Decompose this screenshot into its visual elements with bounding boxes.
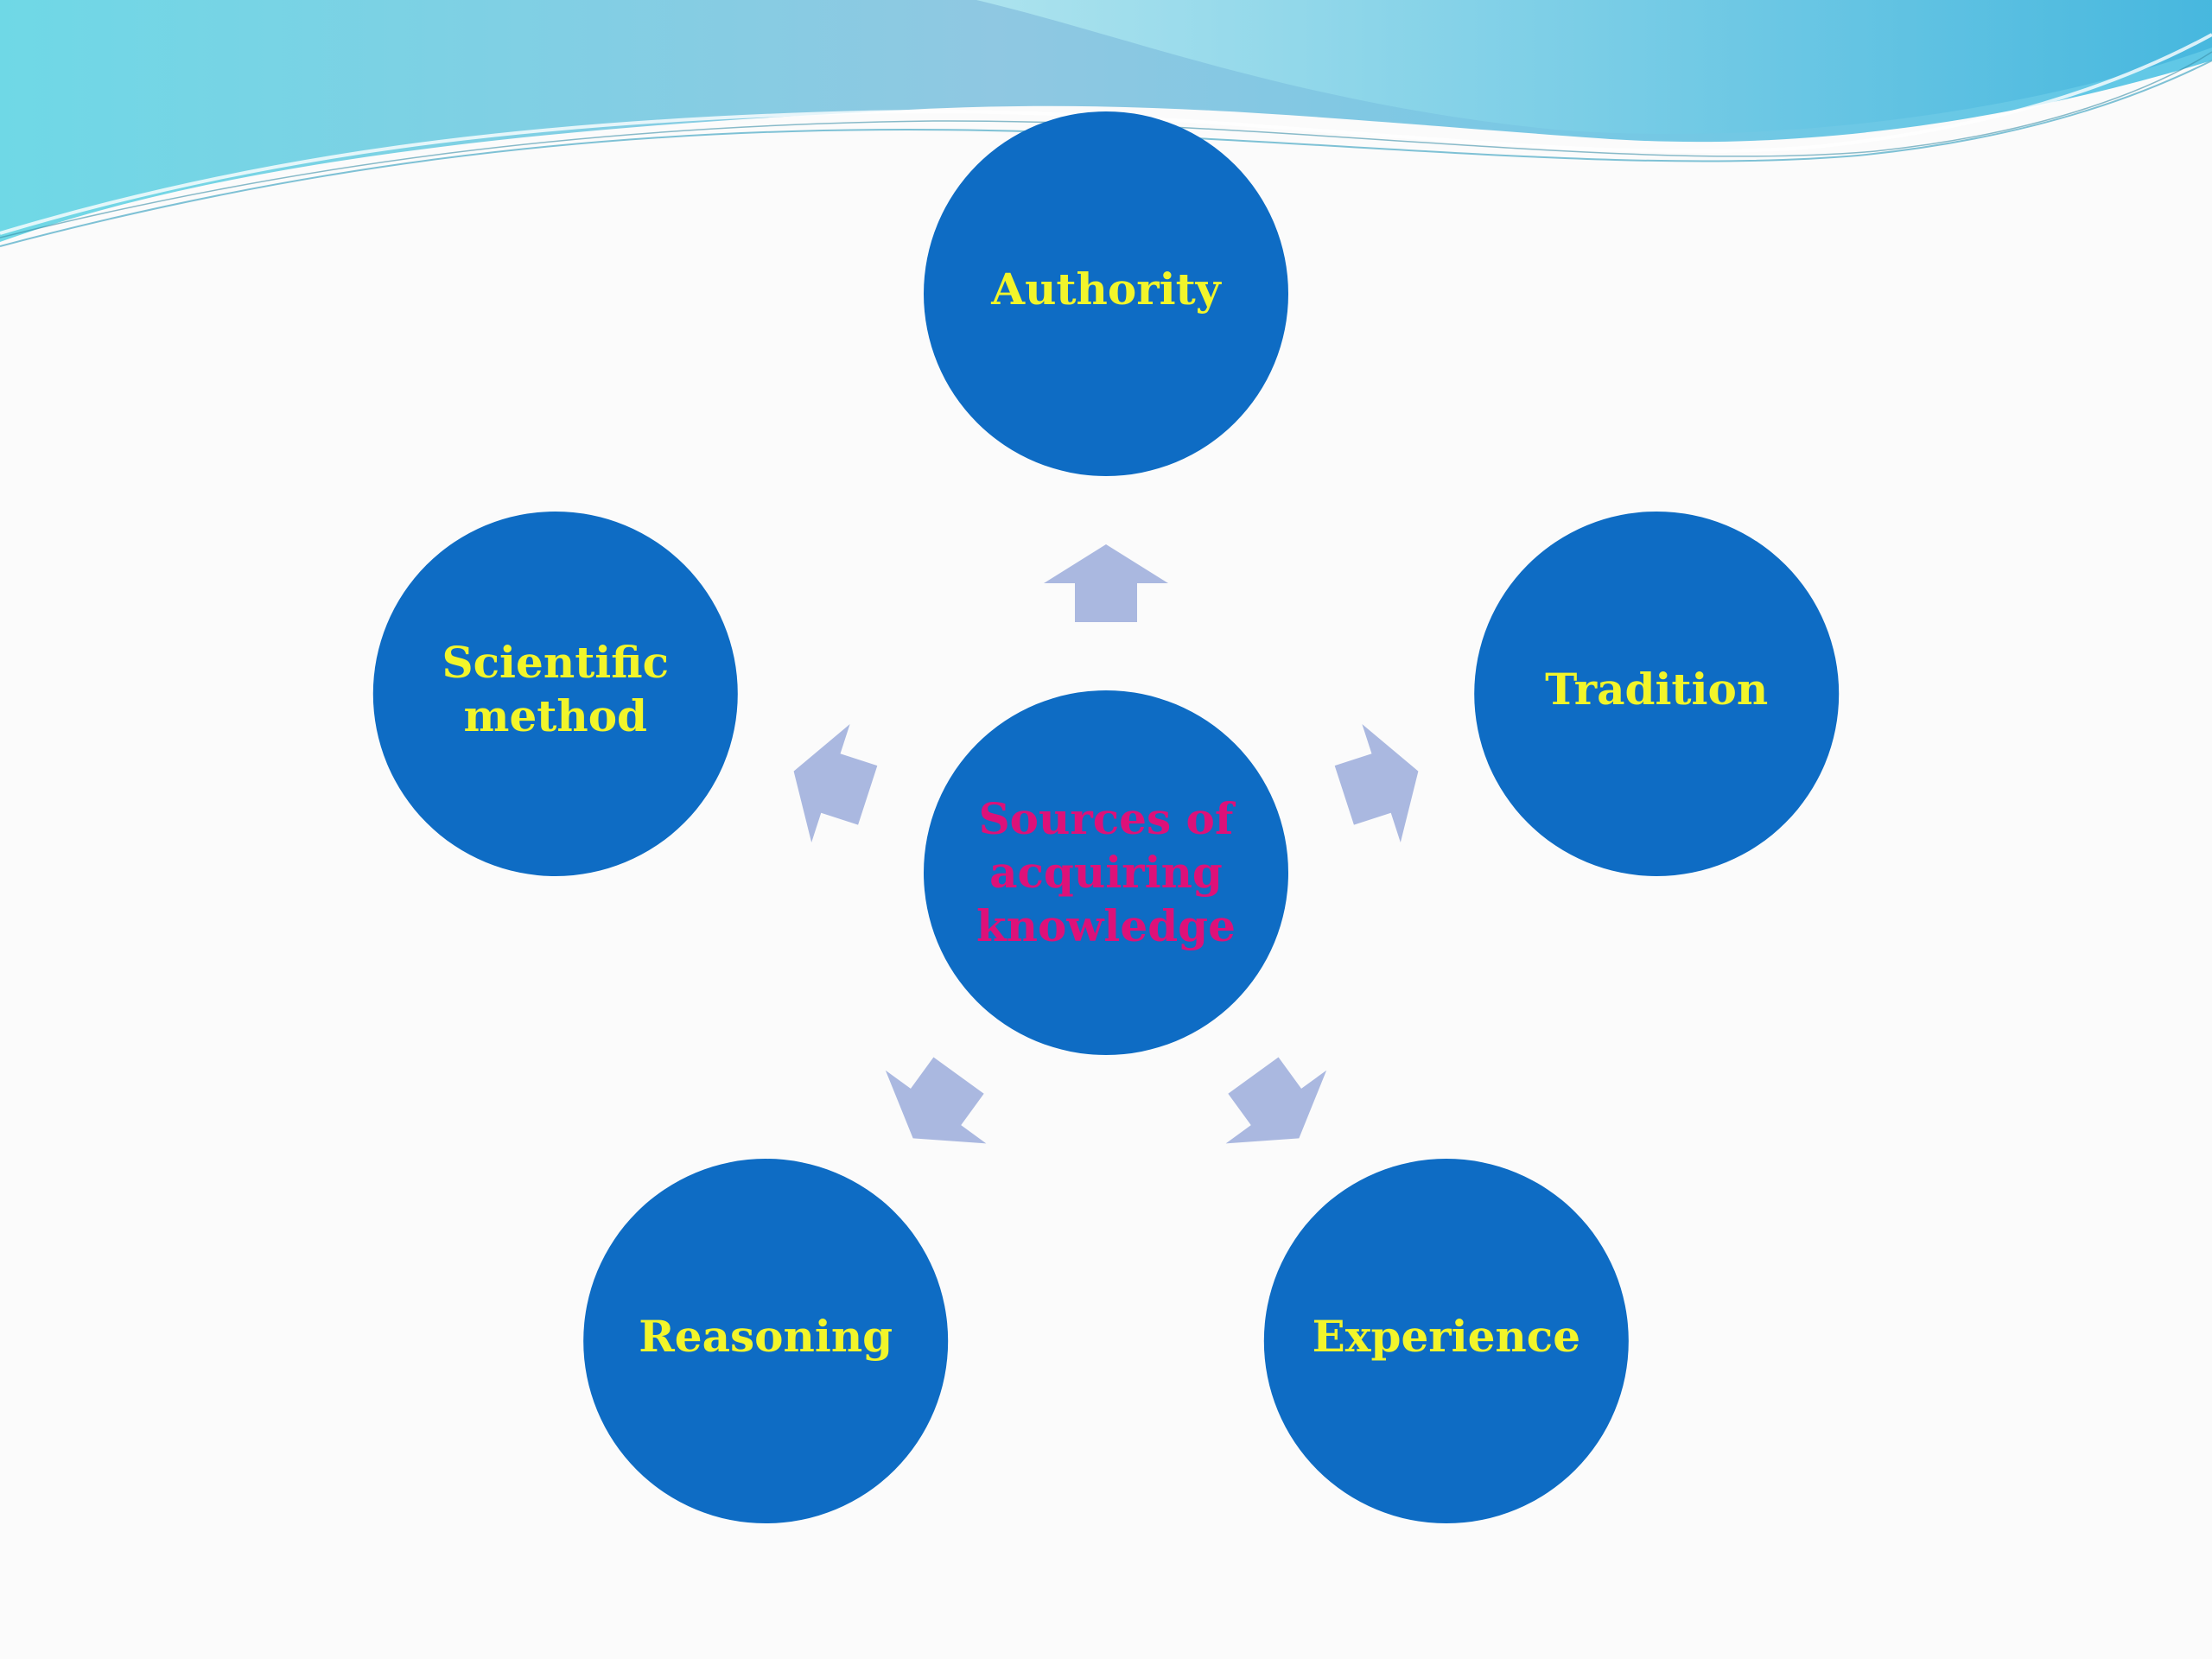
wave-line-3 (0, 51, 2212, 238)
node-label-reasoning-line-1: Reasoning (639, 1311, 893, 1362)
header-wave-decoration (0, 0, 2212, 247)
node-circle-tradition (1474, 511, 1840, 876)
arrow-to-authority (1044, 544, 1168, 622)
wave-line-1 (0, 33, 2212, 235)
node-experience: Experience (1263, 1159, 1629, 1524)
node-label-tradition-line-1: Tradition (1545, 664, 1768, 715)
node-label-scientific-method-line-1: Scientific (442, 637, 669, 688)
node-label-authority-line-1: Authority (990, 264, 1222, 315)
center-label-line-3: knowledge (976, 900, 1236, 951)
arrows-layer (793, 544, 1419, 1144)
arrow-to-experience (1225, 1057, 1327, 1144)
node-circle-authority (924, 111, 1288, 476)
node-label-experience-line-1: Experience (1313, 1311, 1580, 1362)
arrow-to-reasoning (885, 1057, 987, 1144)
node-circle-reasoning (583, 1159, 949, 1524)
node-reasoning: Reasoning (583, 1159, 949, 1524)
node-authority: Authority (924, 111, 1288, 476)
center-circle (924, 690, 1288, 1055)
center-label-line-1: Sources of (979, 793, 1236, 844)
wave-line-2 (0, 60, 2212, 247)
node-tradition: Tradition (1474, 511, 1840, 876)
node-circle-experience (1263, 1159, 1629, 1524)
node-circle-scientific-method (372, 511, 738, 876)
center-label-line-2: acquiring (989, 847, 1223, 898)
node-label-scientific-method-line-2: method (464, 690, 647, 741)
arrow-to-scientific-method (793, 724, 878, 842)
arrow-to-tradition (1334, 724, 1419, 842)
wave-band-top (976, 0, 2212, 135)
